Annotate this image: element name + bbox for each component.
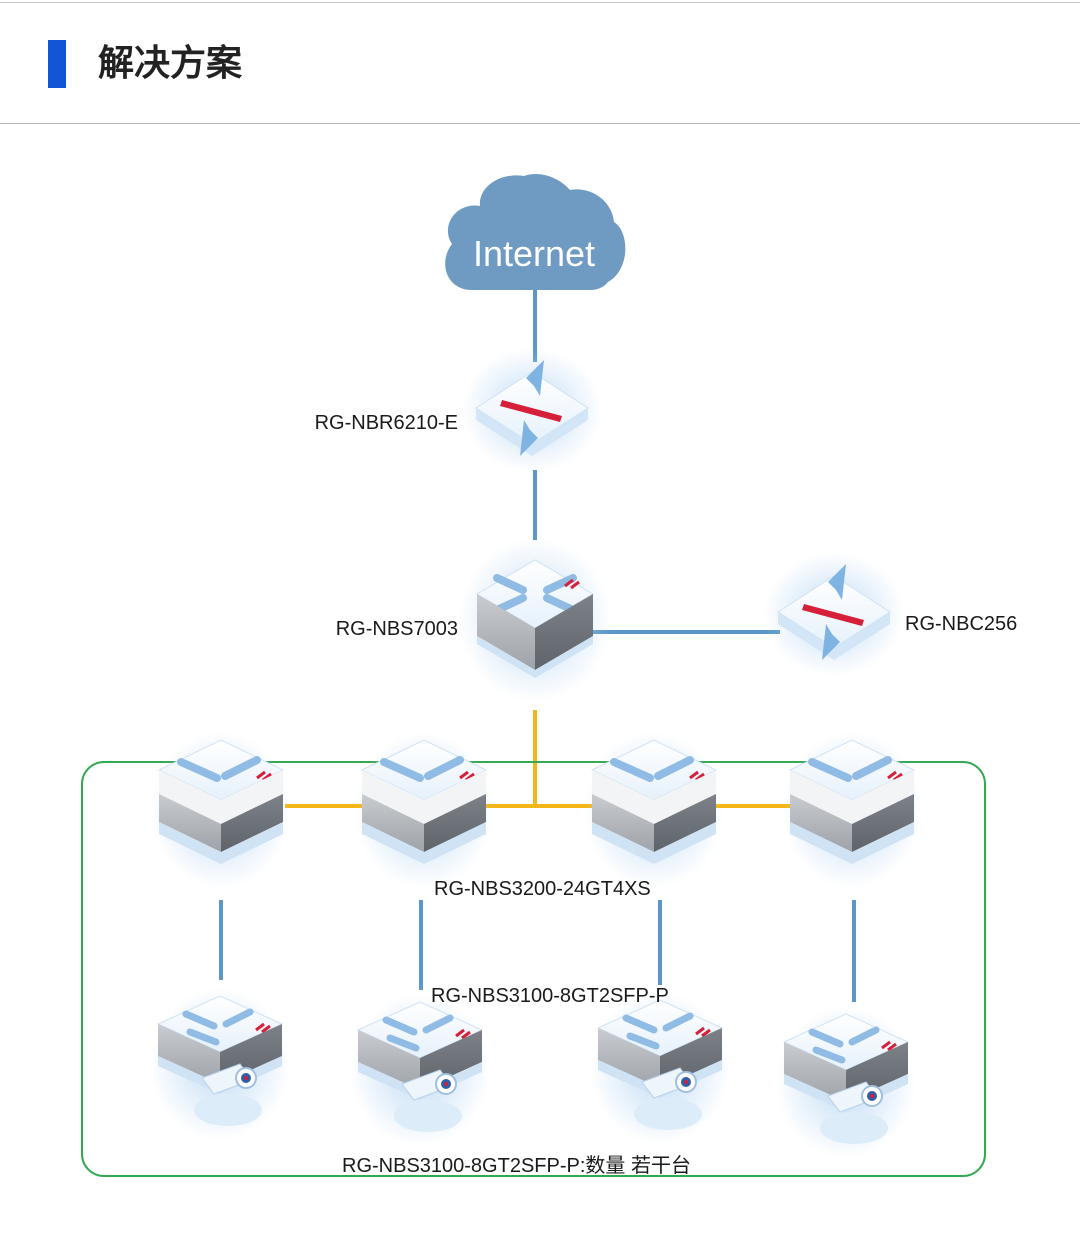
header-divider xyxy=(0,123,1080,124)
aggregation-switch-3-icon xyxy=(584,732,724,888)
top-divider xyxy=(0,2,1080,3)
core-switch-icon xyxy=(459,538,611,702)
internet-cloud-icon: Internet xyxy=(445,173,626,290)
router-device-icon xyxy=(461,347,603,473)
aggregation-label: RG-NBS3200-24GT4XS xyxy=(434,878,651,900)
access-switch-4-icon xyxy=(776,1006,916,1158)
access-switch-3-icon xyxy=(590,992,730,1144)
access-label-top: RG-NBS3100-8GT2SFP-P xyxy=(431,985,669,1007)
title-accent-bar xyxy=(48,40,66,88)
aggregation-switch-4-icon xyxy=(782,732,922,888)
aggregation-switch-2-icon xyxy=(354,732,494,888)
section-header: 解决方案 xyxy=(0,0,1080,124)
router-label: RG-NBR6210-E xyxy=(315,412,458,434)
aggregation-switch-1-icon xyxy=(151,732,291,888)
access-label-bottom: RG-NBS3100-8GT2SFP-P:数量 若干台 xyxy=(342,1154,691,1177)
controller-label: RG-NBC256 xyxy=(905,613,1017,635)
cloud-label: Internet xyxy=(473,233,595,274)
core-switch-label: RG-NBS7003 xyxy=(336,618,458,640)
access-group-border xyxy=(81,761,986,1177)
section-title: 解决方案 xyxy=(98,43,243,84)
controller-device-icon xyxy=(763,551,905,677)
access-switch-2-icon xyxy=(350,994,490,1146)
access-switch-1-icon xyxy=(150,988,290,1140)
